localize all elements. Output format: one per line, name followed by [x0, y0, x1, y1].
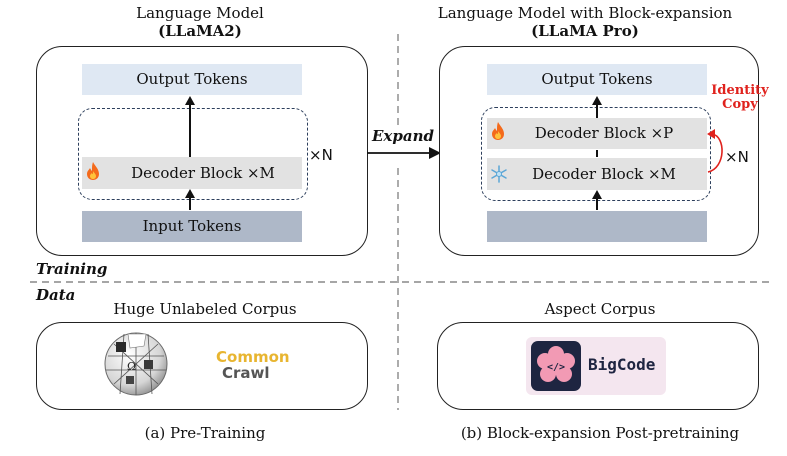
- left-data-title: Huge Unlabeled Corpus: [113, 300, 297, 318]
- right-title-line1: Language Model with Block-expansion: [437, 4, 733, 22]
- left-title-line2: (LLaMA2): [158, 22, 242, 40]
- training-label: Training: [36, 260, 108, 278]
- right-title: Language Model with Block-expansion (LLa…: [410, 4, 760, 40]
- expand-arrow: [367, 147, 441, 159]
- left-data-panel: [36, 322, 368, 410]
- left-arrowhead-output: [185, 96, 195, 105]
- fire-icon: [492, 122, 504, 140]
- identity-copy-line1: Identity: [711, 83, 769, 98]
- right-repeat-label: ×N: [725, 148, 749, 166]
- snowflake-icon: [491, 165, 507, 183]
- right-output-tokens: Output Tokens: [487, 64, 707, 95]
- bigcode-text: BigCode: [588, 355, 656, 374]
- left-arrowhead-decoder: [185, 189, 195, 198]
- right-decoder-block-m: Decoder Block ×M: [487, 158, 707, 190]
- left-decoder-group: [78, 108, 308, 200]
- wikipedia-omega-glyph: Ω: [127, 360, 136, 373]
- right-arrow-input-to-decoder: [596, 198, 598, 210]
- right-input-tokens: [487, 211, 707, 242]
- left-decoder-block: Decoder Block ×M: [82, 157, 302, 189]
- common-crawl-logo: Common Crawl: [216, 349, 290, 381]
- fire-icon: [87, 162, 99, 180]
- identity-copy-line2: Copy: [722, 97, 758, 112]
- right-link-m-to-p: [596, 150, 598, 157]
- right-arrow-decoder-to-output: [596, 104, 598, 118]
- bigcode-flower-icon: </>: [531, 341, 581, 391]
- left-decoder-label: Decoder Block ×M: [131, 164, 275, 182]
- right-decoder-block-p: Decoder Block ×P: [487, 118, 707, 149]
- left-input-tokens: Input Tokens: [82, 211, 302, 242]
- horizontal-separator: [30, 281, 770, 283]
- data-label: Data: [36, 286, 76, 304]
- left-arrow-decoder-to-output: [189, 104, 191, 157]
- left-arrow-input-to-decoder: [189, 197, 191, 210]
- right-data-title: Aspect Corpus: [544, 300, 656, 318]
- bigcode-code-glyph: </>: [547, 362, 565, 373]
- right-decoder-m-label: Decoder Block ×M: [532, 165, 676, 183]
- right-arrowhead-output: [592, 96, 602, 105]
- identity-copy-label: Identity Copy: [704, 84, 776, 112]
- right-arrowhead-decoder: [592, 190, 602, 199]
- left-output-tokens: Output Tokens: [82, 64, 302, 95]
- left-repeat-label: ×N: [309, 146, 333, 164]
- common-crawl-top: Common: [216, 348, 290, 366]
- identity-copy-arrow: [707, 129, 723, 173]
- left-title-line1: Language Model: [136, 4, 264, 22]
- right-title-line2: (LLaMA Pro): [531, 22, 639, 40]
- vertical-separator: [397, 34, 399, 410]
- common-crawl-bottom: Crawl: [222, 364, 270, 382]
- expand-label: Expand: [372, 127, 434, 145]
- caption-block-expansion: (b) Block-expansion Post-pretraining: [460, 424, 740, 442]
- wikipedia-globe-icon: Ω: [104, 332, 168, 396]
- caption-pre-training: (a) Pre-Training: [144, 424, 266, 442]
- right-decoder-p-label: Decoder Block ×P: [534, 124, 674, 142]
- left-title: Language Model (LLaMA2): [60, 4, 340, 40]
